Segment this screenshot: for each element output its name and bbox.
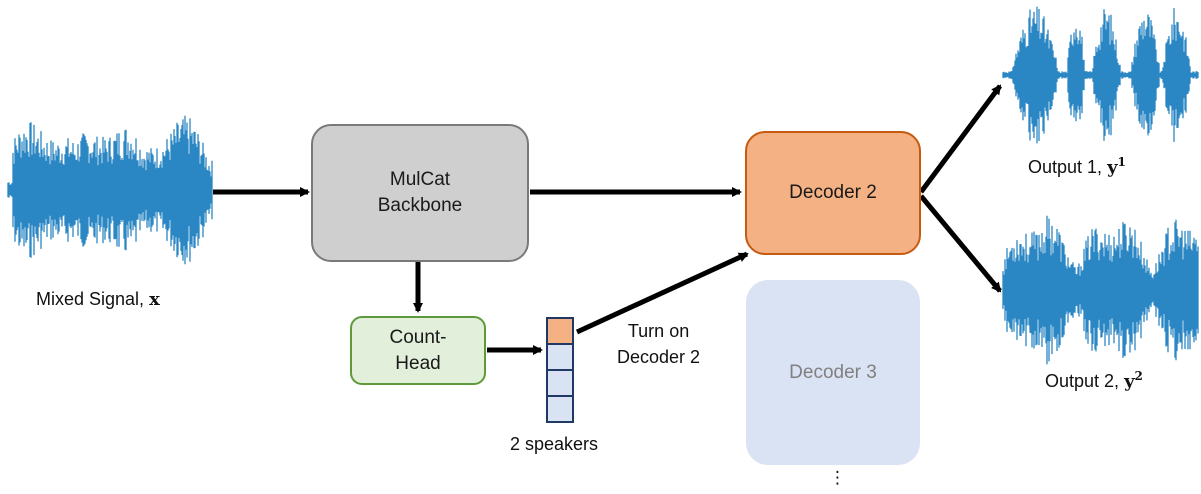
output1-waveform [1002, 6, 1199, 144]
output1-symbol: y [1107, 157, 1118, 178]
output2-label-text: Output 2, [1045, 371, 1125, 391]
arrow-decoder-to-output2 [919, 194, 1002, 293]
count-head-box: Count- Head [350, 316, 486, 385]
mulcat-backbone-box: MulCat Backbone [311, 124, 529, 262]
waveform-trace [1002, 215, 1199, 365]
speaker-cell-active [546, 317, 574, 345]
output1-sup: 1 [1117, 155, 1126, 169]
output1-label-text: Output 1, [1028, 157, 1108, 177]
input-waveform [7, 115, 213, 265]
input-label-text: Mixed Signal, [36, 289, 150, 309]
decoder-3-label: Decoder 3 [789, 361, 877, 383]
decoder-3-box: Decoder 3 [746, 280, 920, 465]
output2-symbol: y [1124, 371, 1135, 392]
output2-sup: 2 [1134, 369, 1143, 383]
count-head-label-line1: Count- [389, 326, 447, 348]
output2-waveform [1002, 215, 1199, 365]
waveform-trace [7, 115, 213, 265]
turn-on-label: Turn on Decoder 2 [617, 318, 700, 370]
input-label: Mixed Signal, x [36, 289, 160, 310]
backbone-label-line2: Backbone [377, 195, 463, 216]
arrow-decoder-to-output1 [918, 84, 1003, 194]
decoder-2-box: Decoder 2 [745, 131, 921, 255]
speaker-cell [546, 369, 574, 397]
backbone-label-line1: MulCat [389, 169, 451, 191]
turn-on-line1: Turn on [627, 321, 690, 341]
turn-on-line2: Decoder 2 [617, 347, 701, 368]
speaker-cell [546, 395, 574, 423]
output2-label: Output 2, y2 [1045, 369, 1143, 392]
speaker-count-vector [546, 317, 574, 423]
speakers-label: 2 speakers [510, 434, 599, 454]
more-decoders-ellipsis: ⋮ [829, 468, 846, 487]
input-symbol: x [149, 289, 160, 310]
arrow-vector-to-decoder [575, 251, 749, 335]
output1-label: Output 1, y1 [1028, 155, 1126, 178]
decoder-2-label: Decoder 2 [789, 182, 877, 204]
count-head-label-line2: Head [395, 352, 441, 374]
waveform-trace [1002, 6, 1199, 144]
speaker-cell [546, 343, 574, 371]
